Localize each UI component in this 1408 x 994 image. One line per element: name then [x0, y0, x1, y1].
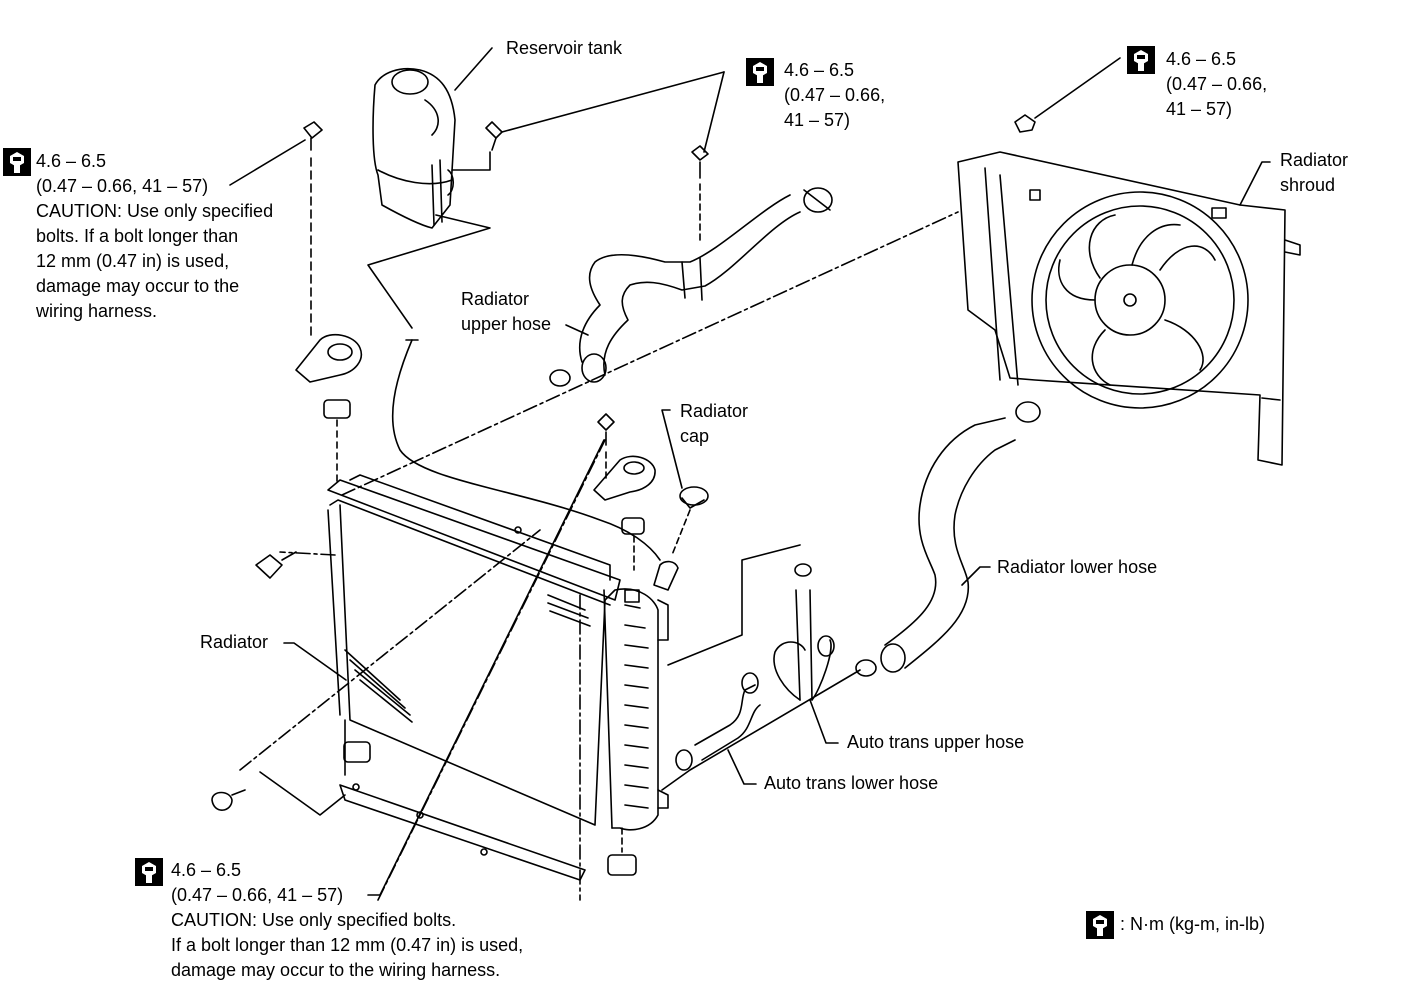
caution-line: damage may occur to the wiring harness.	[171, 960, 501, 980]
label-radiator: Radiator	[200, 632, 269, 652]
auto-trans-upper-hose	[667, 544, 835, 701]
label-auto-trans-upper-hose: Auto trans upper hose	[847, 732, 1025, 752]
torque-value: 4.6 – 6.5	[36, 151, 107, 171]
torque-wrench-icon	[1085, 910, 1115, 940]
torque-units: 41 – 57)	[1166, 99, 1233, 119]
torque-units: (0.47 – 0.66,	[784, 85, 886, 105]
torque-spec-top-right: 4.6 – 6.5 (0.47 – 0.66, 41 – 57)	[1166, 47, 1267, 122]
reservoir-routing-line	[367, 214, 491, 329]
lower-right-mount	[607, 854, 637, 876]
reservoir-bolt	[485, 121, 503, 151]
torque-units: (0.47 – 0.66, 41 – 57)	[36, 176, 209, 196]
radiator-lower-hose	[855, 401, 1041, 677]
torque-units: (0.47 – 0.66, 41 – 57)	[171, 885, 344, 905]
torque-wrench-icon	[2, 147, 32, 177]
shroud-nut	[1014, 114, 1036, 133]
auto-trans-lower-hose	[661, 669, 861, 791]
reservoir-bracket-line	[451, 151, 491, 171]
legend-units: : N·m (kg-m, in-lb)	[1120, 914, 1265, 934]
label-line: upper hose	[461, 314, 552, 334]
radiator-cap	[653, 486, 709, 591]
torque-spec-bottom: 4.6 – 6.5 (0.47 – 0.66, 41 – 57) CAUTION…	[171, 858, 523, 983]
caution-line: wiring harness.	[36, 301, 158, 321]
torque-spec-top-left: 4.6 – 6.5 (0.47 – 0.66, 41 – 57) CAUTION…	[36, 149, 273, 324]
leader-lines	[229, 47, 1271, 896]
alignment-lines	[239, 211, 959, 901]
torque-wrench-icon	[1126, 45, 1156, 75]
upper-center-bolt	[691, 145, 709, 241]
label-line: Radiator	[680, 401, 749, 421]
caution-line: If a bolt longer than 12 mm (0.47 in) is…	[171, 935, 524, 955]
caution-line: damage may occur to the	[36, 276, 240, 296]
label-line: cap	[680, 426, 710, 446]
radiator	[327, 474, 621, 881]
caution-line: 12 mm (0.47 in) is used,	[36, 251, 230, 271]
label-reservoir-tank: Reservoir tank	[506, 38, 623, 58]
lower-left-mount	[343, 741, 371, 763]
radiator-upper-hose	[549, 187, 833, 387]
radiator-side-tank	[604, 588, 669, 831]
caution-line: CAUTION: Use only specified	[36, 201, 274, 221]
label-radiator-upper-hose: Radiator upper hose	[461, 287, 551, 337]
reservoir-tank	[372, 68, 456, 229]
torque-value: 4.6 – 6.5	[171, 860, 242, 880]
torque-wrench-icon	[745, 57, 775, 87]
label-radiator-lower-hose: Radiator lower hose	[997, 557, 1158, 577]
side-bolt	[255, 554, 283, 579]
radiator-shroud	[957, 151, 1301, 466]
torque-units: 41 – 57)	[784, 110, 851, 130]
label-line: Radiator	[1280, 150, 1349, 170]
upper-right-mount	[593, 413, 656, 571]
label-line: shroud	[1280, 175, 1336, 195]
caution-line: bolts. If a bolt longer than	[36, 226, 239, 246]
label-line: Radiator	[461, 289, 530, 309]
label-radiator-cap: Radiator cap	[680, 399, 748, 449]
torque-units: (0.47 – 0.66,	[1166, 74, 1268, 94]
overflow-tube	[391, 339, 661, 561]
caution-line: CAUTION: Use only specified bolts.	[171, 910, 457, 930]
label-radiator-shroud: Radiator shroud	[1280, 148, 1348, 198]
lower-clip	[211, 791, 233, 811]
lower-clip-line	[259, 771, 346, 816]
torque-wrench-icon	[134, 857, 164, 887]
label-auto-trans-lower-hose: Auto trans lower hose	[764, 773, 939, 793]
torque-value: 4.6 – 6.5	[784, 60, 855, 80]
torque-spec-top-center: 4.6 – 6.5 (0.47 – 0.66, 41 – 57)	[784, 58, 885, 133]
upper-left-mount	[295, 121, 362, 486]
torque-value: 4.6 – 6.5	[1166, 49, 1237, 69]
